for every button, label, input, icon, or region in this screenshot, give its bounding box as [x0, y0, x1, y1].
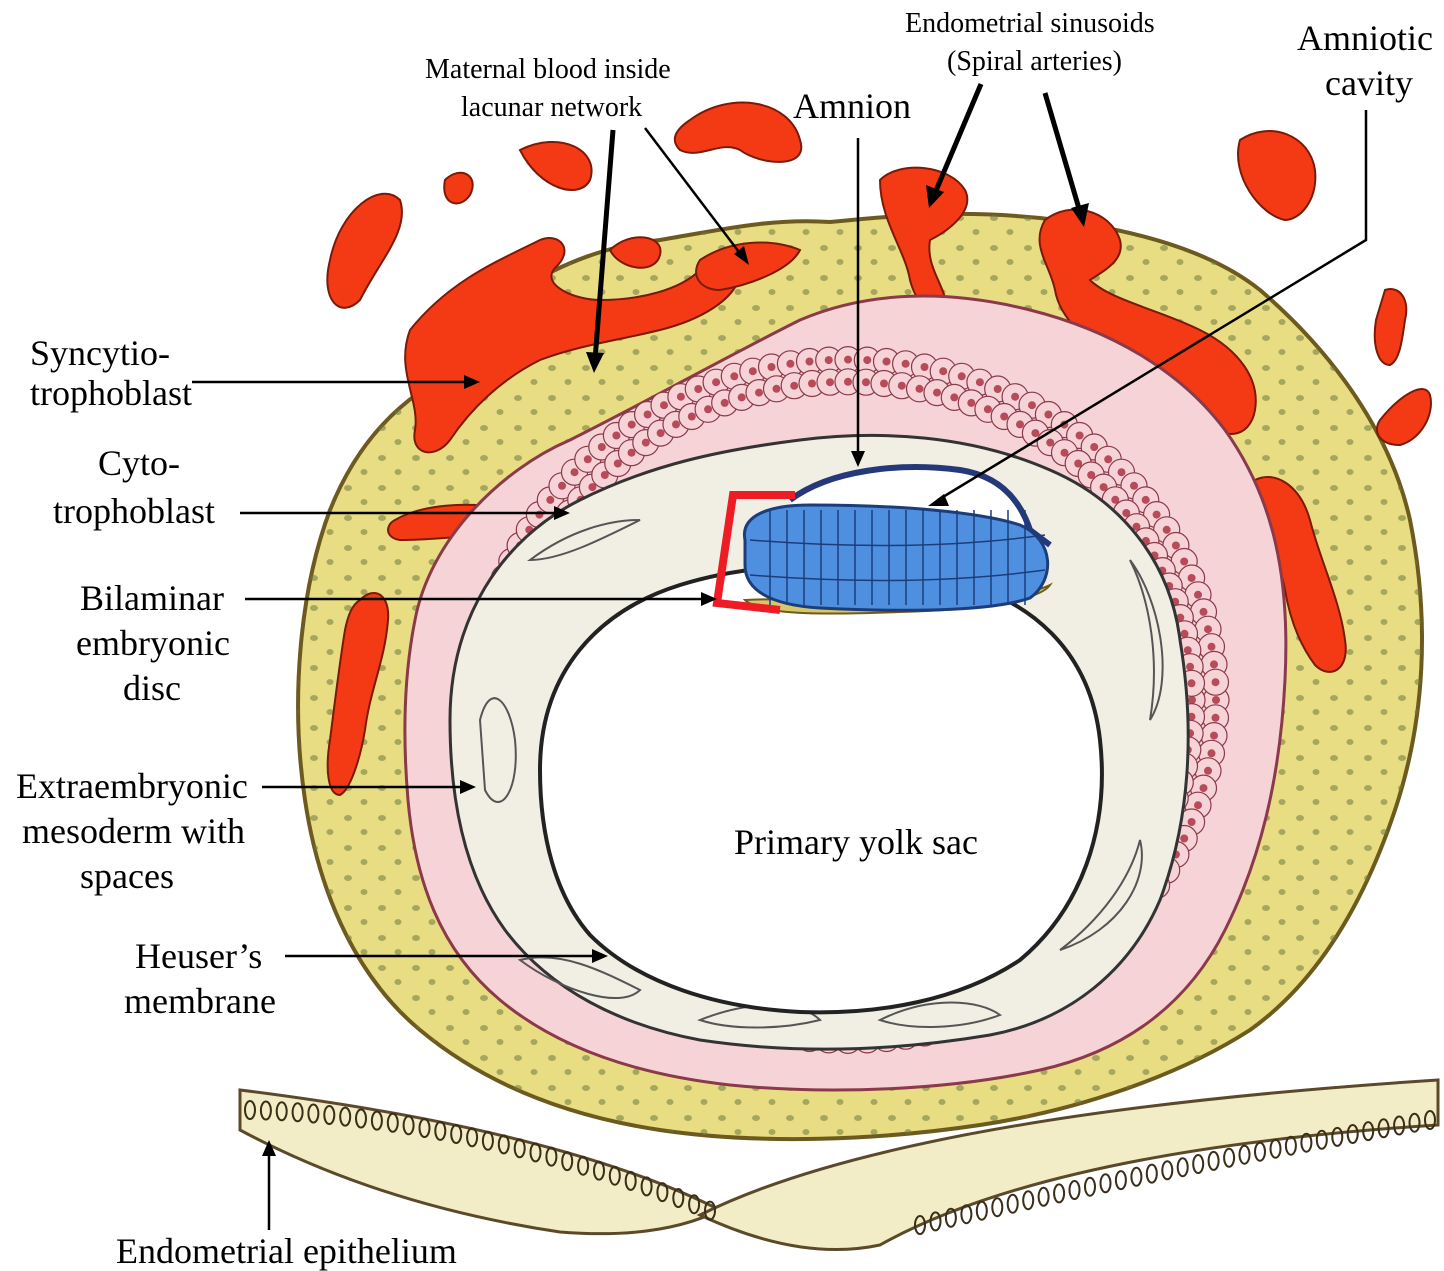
label-cytotrophoblast-line2: trophoblast — [53, 491, 215, 531]
label-bilaminar-line2: embryonic — [76, 623, 230, 663]
label-endometrial-epithelium: Endometrial epithelium — [116, 1231, 457, 1271]
label-cytotrophoblast-line1: Cyto- — [98, 443, 180, 483]
label-syncytiotrophoblast-line1: Syncytio- — [30, 333, 170, 373]
label-amniotic-cavity-line2: cavity — [1325, 63, 1413, 103]
label-maternal-blood-line1: Maternal blood inside — [425, 54, 671, 85]
label-extraembryonic-line2: mesoderm with — [22, 811, 245, 851]
label-maternal-blood-line2: lacunar network — [461, 92, 642, 123]
label-sinusoids-line1: Endometrial sinusoids — [905, 8, 1155, 39]
bilaminar-embryonic-disc — [744, 505, 1050, 614]
label-amnion: Amnion — [793, 86, 911, 126]
label-extraembryonic-line1: Extraembryonic — [16, 766, 248, 806]
label-heuser-line1: Heuser’s — [135, 936, 262, 976]
label-bilaminar-line1: Bilaminar — [80, 578, 224, 618]
label-heuser-line2: membrane — [124, 981, 276, 1021]
label-syncytiotrophoblast-line2: trophoblast — [30, 373, 192, 413]
label-bilaminar-line3: disc — [123, 668, 181, 708]
leader-sinusoid-1 — [935, 84, 981, 193]
label-sinusoids-line2: (Spiral arteries) — [947, 46, 1122, 77]
label-amniotic-cavity-line1: Amniotic — [1297, 18, 1433, 58]
label-primary-yolk-sac: Primary yolk sac — [734, 822, 978, 862]
label-extraembryonic-line3: spaces — [80, 856, 174, 896]
leader-sinusoid-2 — [1045, 93, 1080, 212]
primary-yolk-sac — [540, 566, 1102, 1013]
epiblast-layer — [744, 505, 1047, 610]
